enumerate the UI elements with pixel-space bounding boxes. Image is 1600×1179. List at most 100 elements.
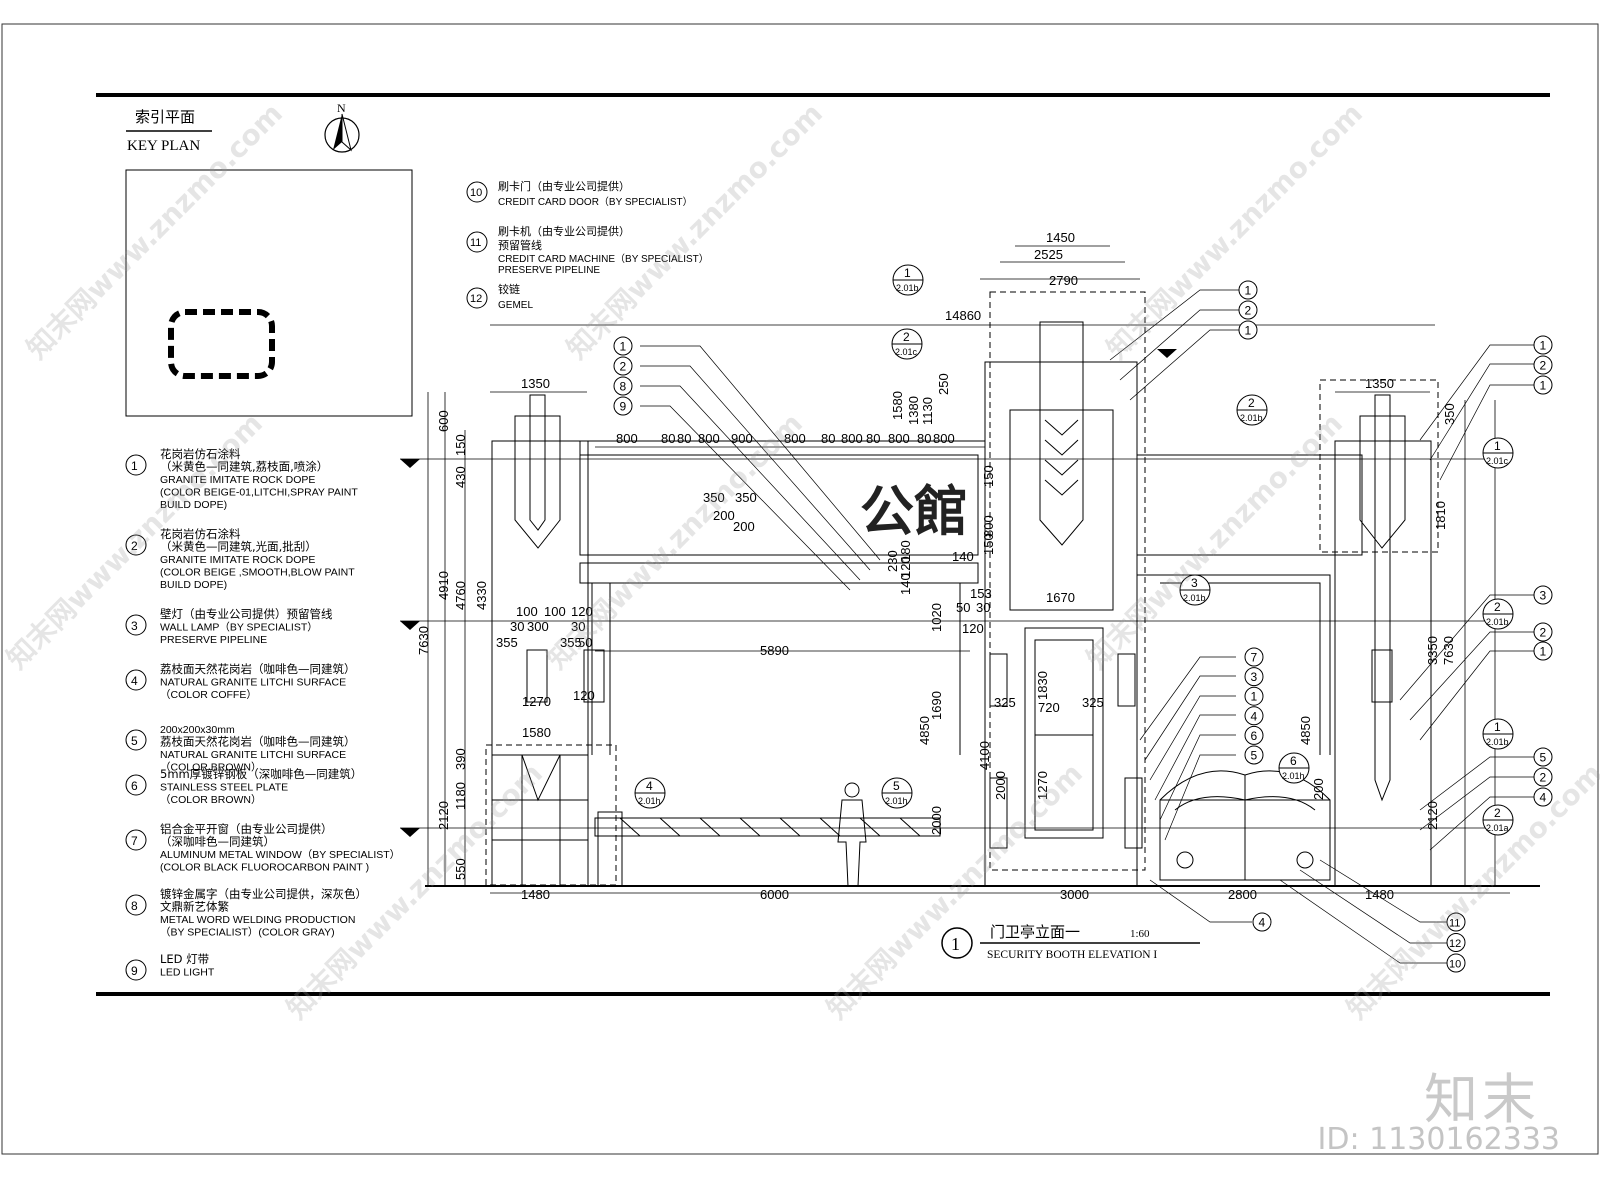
svg-text:2: 2 — [903, 330, 910, 344]
detail-ref: 22.01a — [1482, 804, 1514, 836]
svg-text:4: 4 — [1251, 709, 1258, 723]
dimension-label: 120 — [962, 621, 984, 636]
callout-marker: 12 — [1446, 933, 1466, 952]
svg-text:8: 8 — [620, 380, 627, 394]
legend-line: 5mm厚镀锌钢板（深咖啡色—同建筑） — [160, 767, 362, 781]
dimension-label: 800 — [888, 431, 910, 446]
svg-text:2.01h: 2.01h — [885, 796, 908, 806]
callout-marker: 2 — [1533, 622, 1553, 642]
callout-marker: 5 — [1533, 747, 1553, 767]
dimension-label: 6000 — [760, 887, 789, 902]
svg-text:10: 10 — [1449, 959, 1461, 971]
dimension-label: 1670 — [1046, 590, 1075, 605]
dimension-label: 80 — [866, 431, 880, 446]
dimension-label: 600 — [436, 410, 451, 432]
callout-marker: 2 — [1238, 300, 1258, 320]
svg-text:5: 5 — [1251, 749, 1258, 763]
callout-marker: 4 — [1533, 787, 1553, 807]
svg-text:3: 3 — [1251, 670, 1258, 684]
svg-text:4: 4 — [1540, 791, 1547, 805]
dimension-label: 4760 — [453, 581, 468, 610]
svg-text:1: 1 — [620, 340, 627, 354]
detail-ref: 12.01b — [1482, 718, 1514, 750]
dimension-label: 150 — [981, 533, 996, 555]
svg-text:6: 6 — [1290, 754, 1297, 768]
svg-text:GEMEL: GEMEL — [498, 300, 533, 311]
brand-logo: 知末 — [1424, 1068, 1540, 1131]
legend-line: 花岗岩仿石涂料 — [160, 527, 241, 541]
dimension-label: 80 — [677, 431, 691, 446]
dimension-label: 1130 — [920, 397, 935, 425]
legend-line: WALL LAMP（BY SPECIALIST） — [160, 622, 318, 634]
svg-text:12: 12 — [1449, 938, 1461, 950]
left-pillar — [491, 394, 605, 887]
svg-text:2.01b: 2.01b — [1240, 413, 1263, 423]
dimension-label: 230 — [885, 550, 900, 572]
dimension-label: 50 — [956, 600, 970, 615]
dimension-label: 1350 — [1365, 376, 1394, 391]
svg-text:预留管线: 预留管线 — [498, 238, 542, 252]
booth-tower — [984, 321, 1143, 887]
dimension-label: 120 — [571, 604, 593, 619]
svg-text:11: 11 — [470, 237, 481, 249]
svg-text:2: 2 — [1540, 359, 1547, 373]
legend-line: （COLOR BROWN） — [160, 794, 262, 806]
dimension-label: 30 — [571, 619, 585, 634]
legend-line: 荔枝面天然花岗岩（咖啡色—同建筑） — [160, 735, 356, 749]
key-plan: 索引平面 KEY PLAN N — [125, 101, 413, 417]
detail-ref: 22.01c — [891, 328, 923, 360]
entrance-gate — [1159, 770, 1331, 881]
detail-ref: 42.01h — [634, 777, 666, 809]
note-10: 10 刷卡门（由专业公司提供） CREDIT CARD DOOR（BY SPEC… — [466, 179, 693, 208]
dimension-label: 150 — [981, 465, 996, 487]
svg-text:2: 2 — [131, 539, 138, 553]
dimension-label: 1180 — [453, 782, 468, 810]
dimension-label: 2000 — [993, 771, 1008, 800]
legend-line: LED LIGHT — [160, 967, 215, 979]
legend-line: 文鼎新艺体繁 — [160, 900, 229, 914]
dimension-label: 200 — [713, 508, 735, 523]
svg-text:3: 3 — [131, 619, 138, 633]
callout-marker: 11 — [1446, 912, 1466, 932]
svg-text:10: 10 — [470, 187, 482, 199]
svg-text:刷卡机（由专业公司提供）: 刷卡机（由专业公司提供） — [498, 224, 630, 238]
svg-text:5: 5 — [131, 734, 138, 748]
svg-text:5: 5 — [1540, 751, 1547, 765]
barrier-arm — [594, 811, 941, 887]
legend-line: ALUMINUM METAL WINDOW（BY SPECIALIST） — [160, 849, 400, 861]
dimension-label: 140 — [898, 573, 913, 595]
callout-marker: 1 — [1238, 320, 1258, 340]
dimension-label: 150 — [453, 434, 468, 456]
svg-text:2.01b: 2.01b — [1183, 593, 1206, 603]
svg-text:2.01h: 2.01h — [1282, 771, 1305, 781]
dimension-label: 720 — [1038, 700, 1060, 715]
legend-line: 壁灯（由专业公司提供）预留管线 — [160, 607, 333, 621]
dimension-label: 14860 — [945, 308, 981, 323]
svg-text:1: 1 — [1494, 439, 1501, 453]
legend-line: 花岗岩仿石涂料 — [160, 447, 241, 461]
svg-text:12: 12 — [470, 293, 482, 305]
dimension-label: 4100 — [977, 741, 992, 770]
callout-marker: 4 — [1252, 912, 1272, 932]
dimension-label: 300 — [527, 619, 549, 634]
dimension-label: 1450 — [1046, 230, 1075, 245]
dimension-label: 2525 — [1034, 247, 1063, 262]
dimension-label: 1690 — [929, 691, 944, 720]
legend-line: PRESERVE PIPELINE — [160, 634, 267, 646]
north-arrow-icon: N — [324, 101, 360, 153]
dimension-label: 153 — [970, 586, 992, 601]
svg-text:1: 1 — [1540, 379, 1547, 393]
legend-line: GRANITE IMITATE ROCK DOPE — [160, 474, 315, 486]
specialist-notes: 10 刷卡门（由专业公司提供） CREDIT CARD DOOR（BY SPEC… — [466, 179, 709, 311]
elevation: 公館 — [400, 245, 1540, 964]
svg-text:1: 1 — [904, 266, 911, 280]
dimension-label: 2800 — [1228, 887, 1257, 902]
detail-ref: 22.01b — [1236, 394, 1268, 426]
title-block: 1 门卫亭立面一 1:60 SECURITY BOOTH ELEVATION I — [941, 923, 1200, 961]
callout-marker: 8 — [613, 376, 633, 396]
dimension-label: 1020 — [929, 603, 944, 632]
dimension-label: 325 — [994, 695, 1016, 710]
